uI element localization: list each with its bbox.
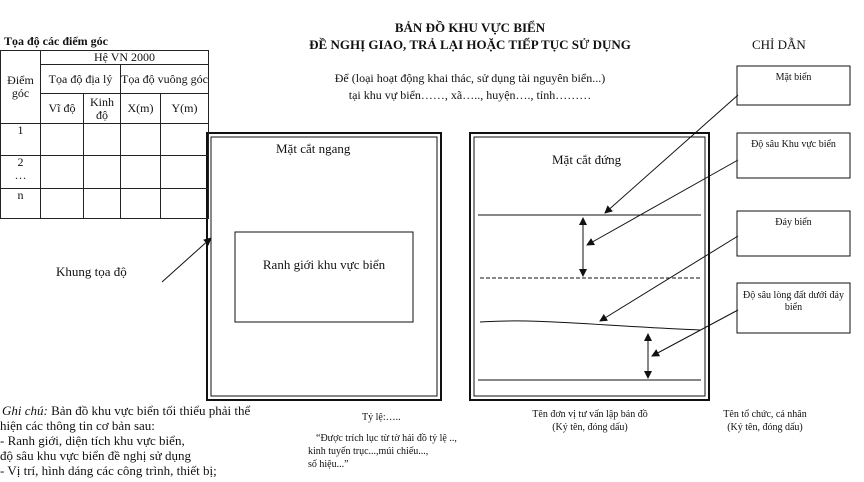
left-frame-inner — [210, 136, 438, 397]
table-row: n — [0, 188, 209, 220]
table-title: Tọa độ các điểm góc — [4, 34, 108, 48]
legend-item: Độ sâu Khu vực biển — [751, 139, 836, 150]
boundary-label: Ranh giới khu vực biển — [262, 257, 386, 272]
extract-note-1: “Được trích lục từ tờ hải đồ tỷ lệ .., — [316, 433, 457, 444]
note-line4: độ sâu khu vực biển đề nghị sử dụng — [0, 448, 192, 463]
subtitle-line2: tại khu vự biển……, xã….., huyện…., tỉnh…… — [348, 88, 592, 102]
consultant-sign: (Ký tên, đóng dấu) — [552, 422, 628, 433]
legend-box — [736, 132, 851, 179]
boundary-box — [234, 231, 414, 323]
legend-title: CHỈ DẪN — [752, 37, 806, 52]
scale-label: Tỷ lệ:….. — [362, 412, 401, 423]
vertical-section-title: Mặt cắt đứng — [552, 152, 622, 167]
organization-name: Tên tổ chức, cá nhân — [723, 409, 807, 420]
extract-note-3: số hiệu...” — [308, 459, 349, 470]
seabed-line — [479, 320, 701, 331]
cross-section-title: Mặt cắt ngang — [276, 141, 351, 156]
note-line5: - Vị trí, hình dáng các công trình, thiế… — [0, 463, 217, 478]
note-line3: - Ranh giới, diện tích khu vực biển, — [0, 433, 185, 448]
table-row: 2 … — [0, 155, 209, 190]
right-frame-inner — [473, 136, 706, 397]
right-frame-outer — [469, 132, 710, 401]
consultant-name: Tên đơn vị tư vấn lập bản đồ — [532, 409, 648, 420]
extract-note-2: kinh tuyến trục...,múi chiếu..., — [308, 446, 429, 457]
legend-box — [736, 210, 851, 257]
legend-item: Mặt biển — [775, 72, 812, 83]
note-line2: hiện các thông tin cơ bản sau: — [0, 418, 155, 433]
legend-box — [736, 65, 851, 106]
frame-arrow — [161, 237, 212, 283]
left-frame-outer — [206, 132, 442, 401]
frame-label: Khung tọa độ — [56, 264, 127, 279]
title-line2: ĐỀ NGHỊ GIAO, TRẢ LẠI HOẶC TIẾP TỤC SỬ D… — [309, 37, 631, 52]
legend-box — [736, 282, 851, 334]
organization-sign: (Ký tên, đóng dấu) — [727, 422, 803, 433]
title-line1: BẢN ĐỒ KHU VỰC BIỂN — [394, 20, 546, 35]
subtitle-line1: Để (loại hoạt động khai thác, sử dụng tà… — [334, 71, 606, 85]
legend-item: Đáy biển — [775, 217, 812, 228]
table-row: 1 — [0, 123, 209, 157]
legend-item: Độ sâu lòng đất dưới đáy biển — [743, 290, 844, 313]
note-line1: Ghi chú: Bản đồ khu vực biển tối thiểu p… — [2, 403, 251, 418]
